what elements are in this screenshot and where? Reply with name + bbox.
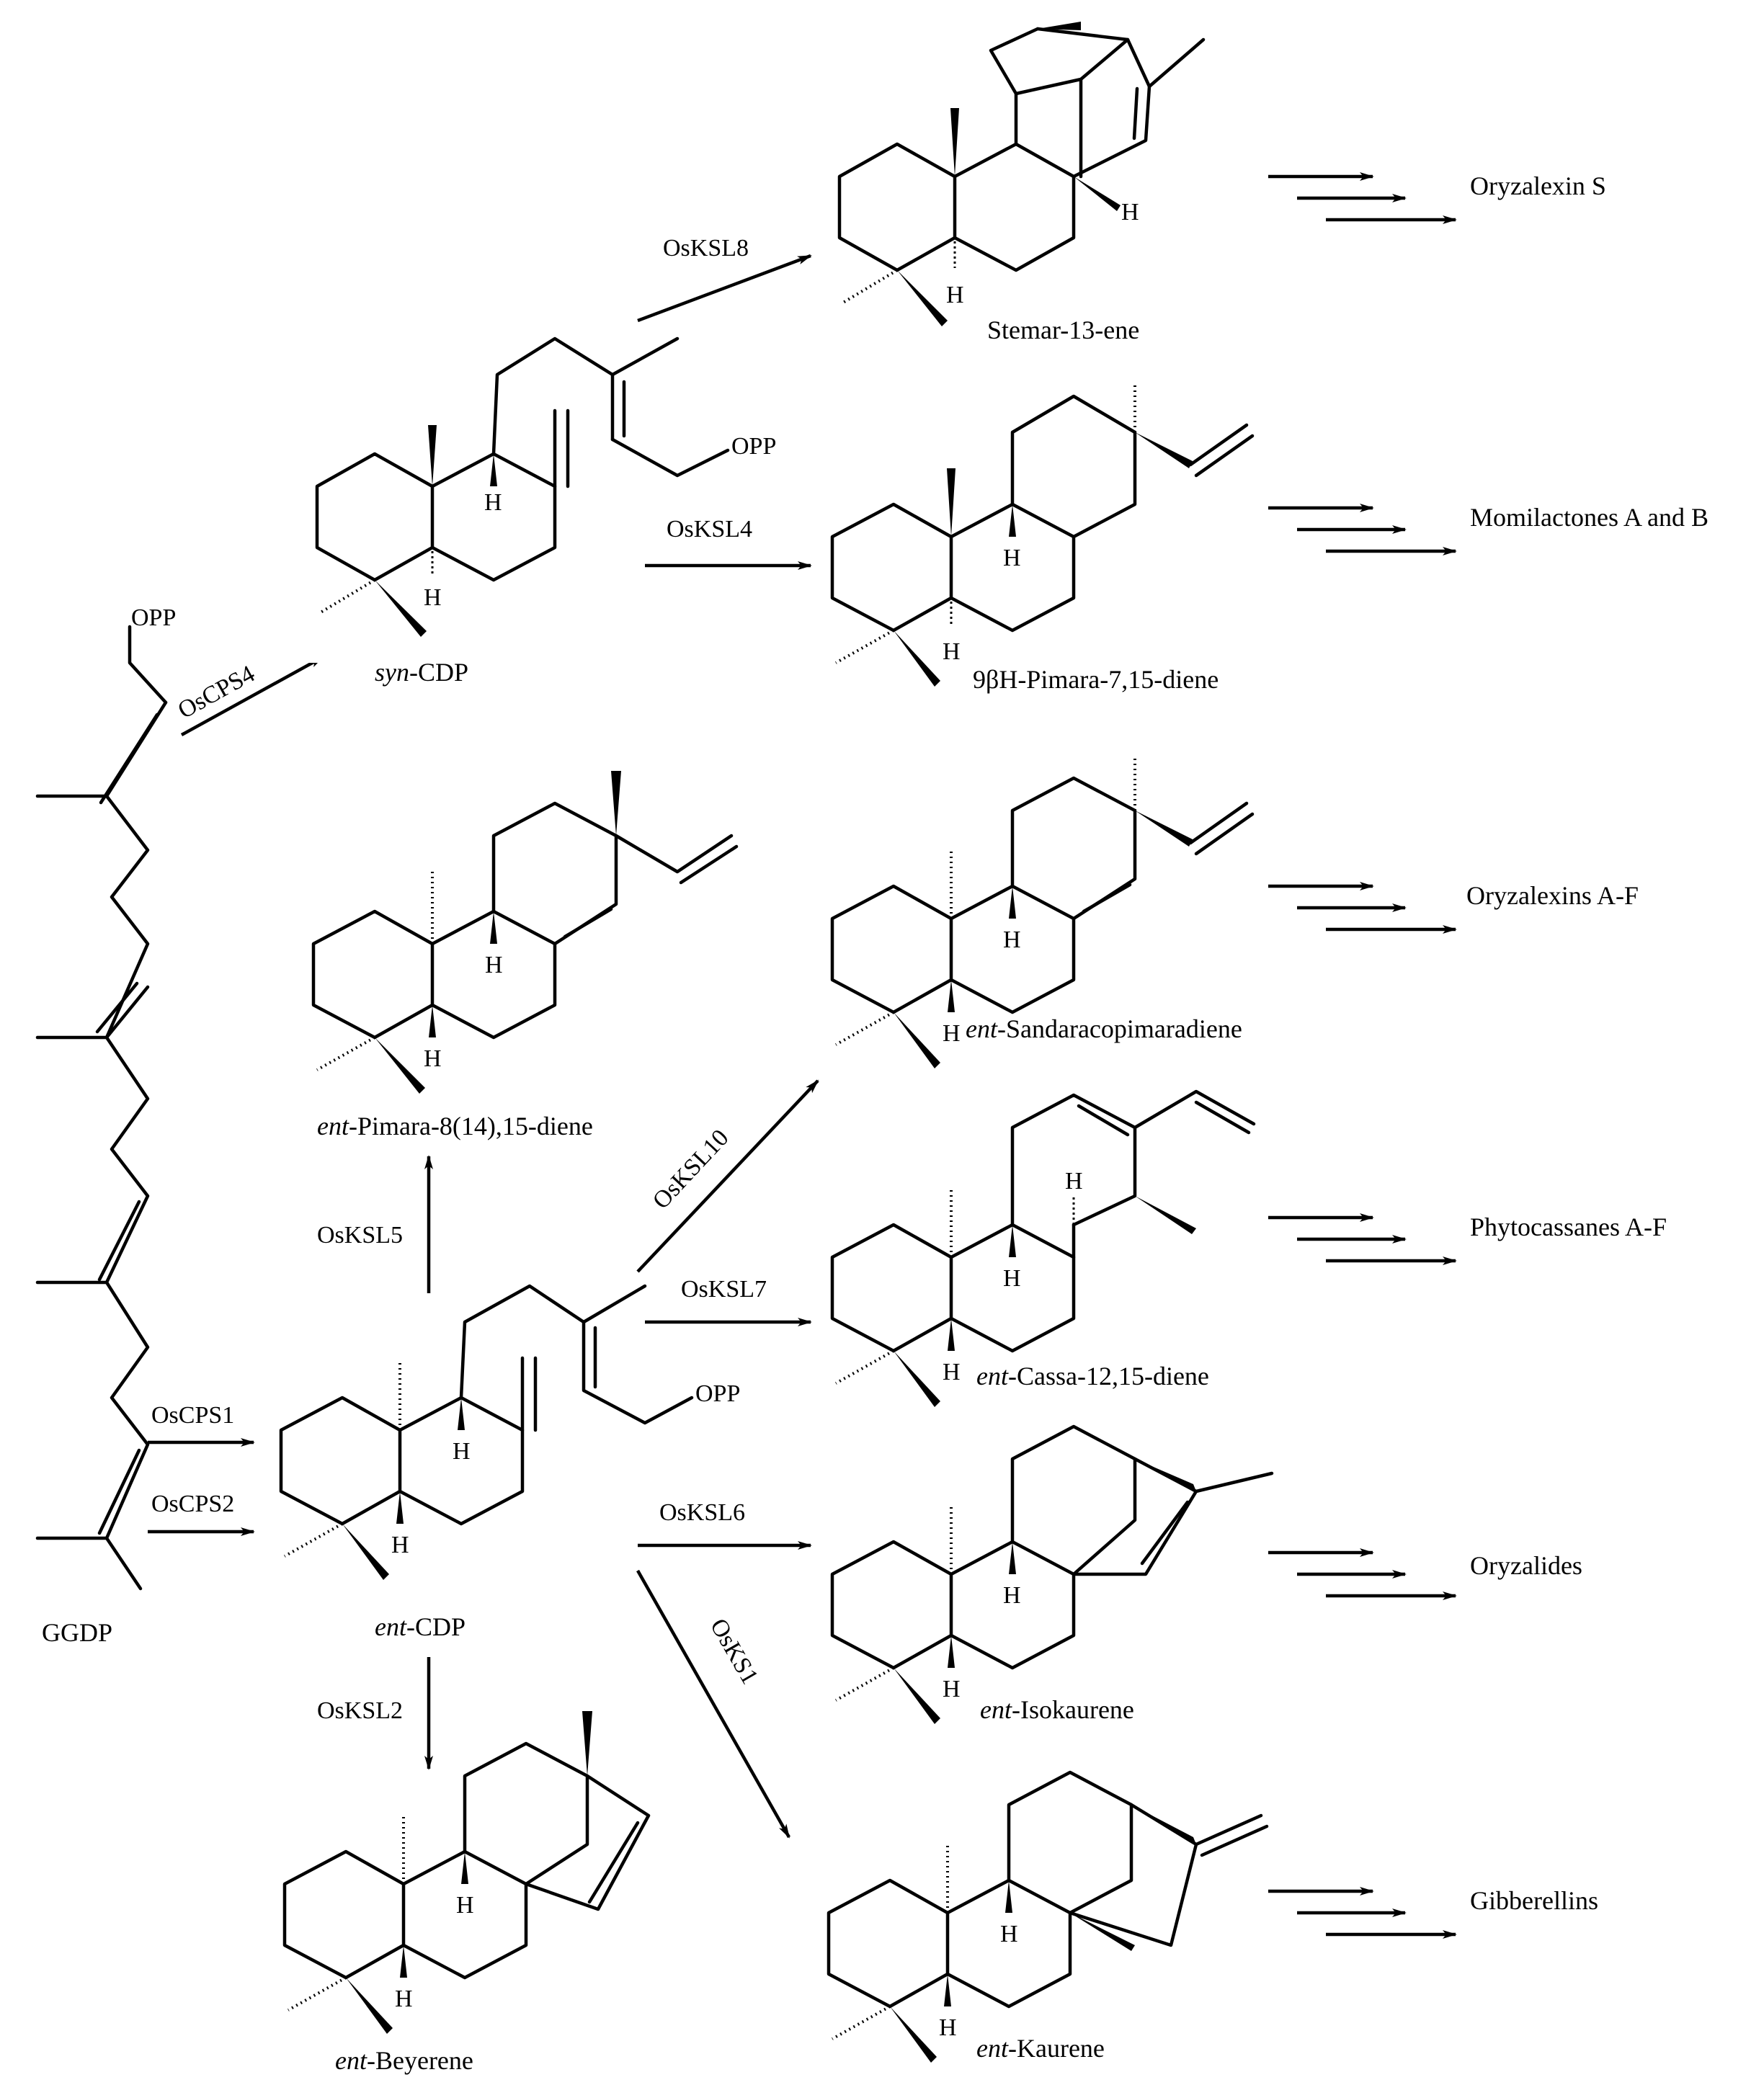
kaur-h5: H [939,2014,957,2041]
sand-h5: H [943,1020,961,1047]
multistep-arrow-gibberellins [1268,1887,1457,1939]
pimaradiene-ent-label: ent-Pimara-8(14),15-diene [317,1112,593,1140]
kaurene-skeleton: H H [827,1770,1269,2063]
cps2-arrow: OsCPS2 [148,1491,255,1536]
ksl2-arrow: OsKSL2 [317,1657,433,1770]
multistep-arrow-oryzalides [1268,1548,1457,1600]
ksl6-label: OsKSL6 [659,1499,745,1526]
ks1-label: OsKS1 [705,1615,763,1689]
stemarene-h-a: H [1121,199,1139,226]
ksl4-arrow: OsKSL4 [645,516,812,570]
ksl4-label: OsKSL4 [667,516,752,543]
ent-cdp-skeleton: H H [279,1284,694,1580]
syn-cdp-opp: OPP [731,433,776,460]
sandaracopimaradiene-label: ent-Sandaracopimaradiene [966,1014,1242,1043]
ksl6-arrow: OsKSL6 [638,1499,812,1550]
syn-cdp-label: syn-CDP [375,658,468,687]
ent-cdp-label: ent-CDP [375,1612,466,1641]
pim-ent-h9: H [485,952,503,978]
pim-syn-h5: H [943,638,961,665]
ggdp-skeleton [35,625,168,1591]
beyerene-skeleton: H H [282,1711,651,2034]
ks1-arrow: OsKS1 [636,1569,790,1839]
cassa-h8: H [1065,1168,1083,1195]
ksl8-arrow: OsKSL8 [637,235,812,323]
pimaradiene-syn-skeleton: H H [830,382,1255,687]
multistep-arrow-oryzalexin-s [1268,172,1457,224]
cps2-label: OsCPS2 [151,1491,234,1517]
product-oryzalexin-s: Oryzalexin S [1470,171,1606,200]
syn-cdp-h5: H [424,584,442,611]
cps1-arrow: OsCPS1 [148,1402,255,1447]
bey-h9: H [456,1892,474,1919]
product-oryzalexins: Oryzalexins A-F [1466,881,1639,910]
ksl7-arrow: OsKSL7 [645,1276,812,1326]
beyerene-label: ent-Beyerene [335,2046,473,2075]
pim-ent-h5: H [424,1045,442,1072]
cps4-arrow: OsCPS4 [174,656,324,736]
product-gibberellins: Gibberellins [1470,1886,1598,1915]
multistep-arrow-oryzalexins [1268,882,1457,934]
multistep-arrow-phytocassanes [1268,1213,1457,1265]
bey-h5: H [395,1986,413,2012]
product-momilactones: Momilactones A and B [1470,503,1709,532]
ent-cdp-opp: OPP [695,1380,740,1407]
syn-cdp-h9: H [484,489,502,516]
ksl7-label: OsKSL7 [681,1276,767,1303]
isokaurene-skeleton: H H [830,1424,1274,1724]
cassa-h9: H [1003,1265,1021,1292]
product-phytocassanes: Phytocassanes A-F [1470,1213,1667,1241]
cps1-label: OsCPS1 [151,1402,234,1429]
ksl5-arrow: OsKSL5 [317,1155,433,1293]
isok-h5: H [943,1676,961,1702]
stemarene-skeleton: H H [837,22,1206,326]
isok-h9: H [1003,1582,1021,1609]
kaur-h9: H [1000,1921,1018,1947]
cassadiene-skeleton: H H H [830,1089,1256,1407]
ksl10-arrow: OsKSL10 [636,1079,819,1273]
ent-cdp-h5: H [391,1532,409,1558]
product-oryzalides: Oryzalides [1470,1551,1582,1580]
pimaradiene-ent-skeleton: H H [311,771,739,1094]
ksl8-label: OsKSL8 [663,235,749,262]
cassadiene-label: ent-Cassa-12,15-diene [976,1362,1209,1390]
multistep-arrow-momilactones [1268,504,1457,555]
ksl5-label: OsKSL5 [317,1222,403,1249]
ggdp-opp-label: OPP [131,604,176,631]
sand-h9: H [1003,927,1021,953]
pimaradiene-syn-label: 9βH-Pimara-7,15-diene [973,665,1219,694]
stemarene-h-b: H [946,282,964,308]
cassa-h5: H [943,1359,961,1385]
syn-cdp-hash-methyl [319,579,376,614]
kaurene-label: ent-Kaurene [976,2034,1105,2063]
sandaracopimaradiene-skeleton: H H [830,756,1255,1068]
ggdp-label: GGDP [42,1618,112,1647]
stemarene-label: Stemar-13-ene [987,316,1139,344]
isokaurene-label: ent-Isokaurene [980,1695,1134,1724]
syn-cdp-final: H H [315,336,730,637]
pim-syn-h9: H [1003,545,1021,571]
ent-cdp-h9: H [453,1438,471,1465]
ksl10-label: OsKSL10 [648,1125,734,1215]
ksl2-label: OsKSL2 [317,1697,403,1724]
